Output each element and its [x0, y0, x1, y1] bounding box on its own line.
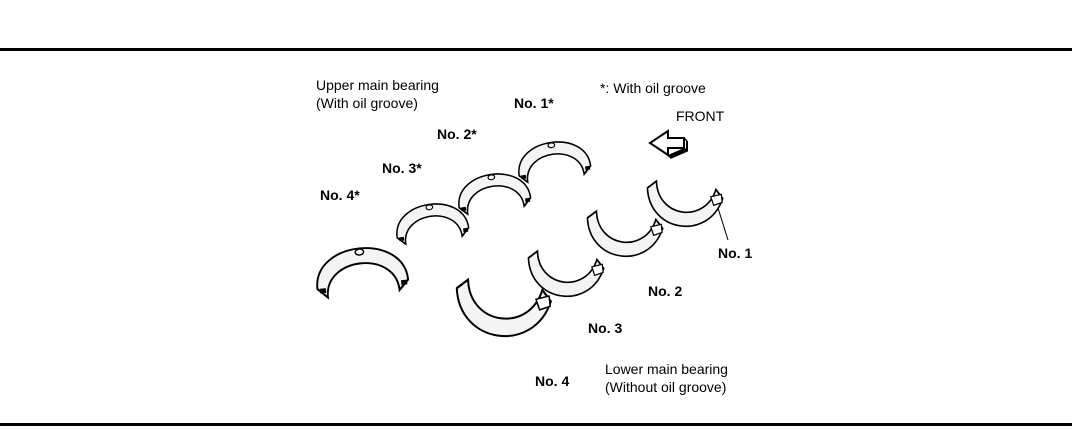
upper-label-no3: No. 3* [382, 160, 422, 176]
lower-title-line1: Lower main bearing [605, 361, 728, 377]
bottom-rule [0, 423, 1072, 426]
leader-line [717, 207, 729, 241]
lower-label-no3: No. 3 [588, 320, 623, 336]
lower-label-no4: No. 4 [535, 373, 570, 389]
lower-label-no1: No. 1 [718, 245, 753, 261]
upper-label-no4: No. 4* [320, 187, 360, 203]
lower-bearing-no2 [582, 209, 665, 262]
upper-bearing-no1 [514, 136, 593, 185]
upper-title-line1: Upper main bearing [316, 77, 439, 93]
upper-label-no2: No. 2* [437, 126, 477, 142]
oil-groove-legend: *: With oil groove [600, 80, 706, 96]
top-rule [0, 48, 1072, 51]
upper-label-no1: No. 1* [514, 95, 554, 111]
lower-bearing-no3 [523, 249, 606, 302]
front-label: FRONT [676, 108, 725, 124]
lower-label-no2: No. 2 [648, 283, 683, 299]
upper-title-line2: (With oil groove) [316, 95, 418, 111]
front-arrow-icon [648, 129, 685, 157]
lower-bearing-no4 [450, 277, 554, 344]
lower-title-line2: (Without oil groove) [605, 379, 727, 395]
upper-bearing-no4 [312, 242, 411, 300]
